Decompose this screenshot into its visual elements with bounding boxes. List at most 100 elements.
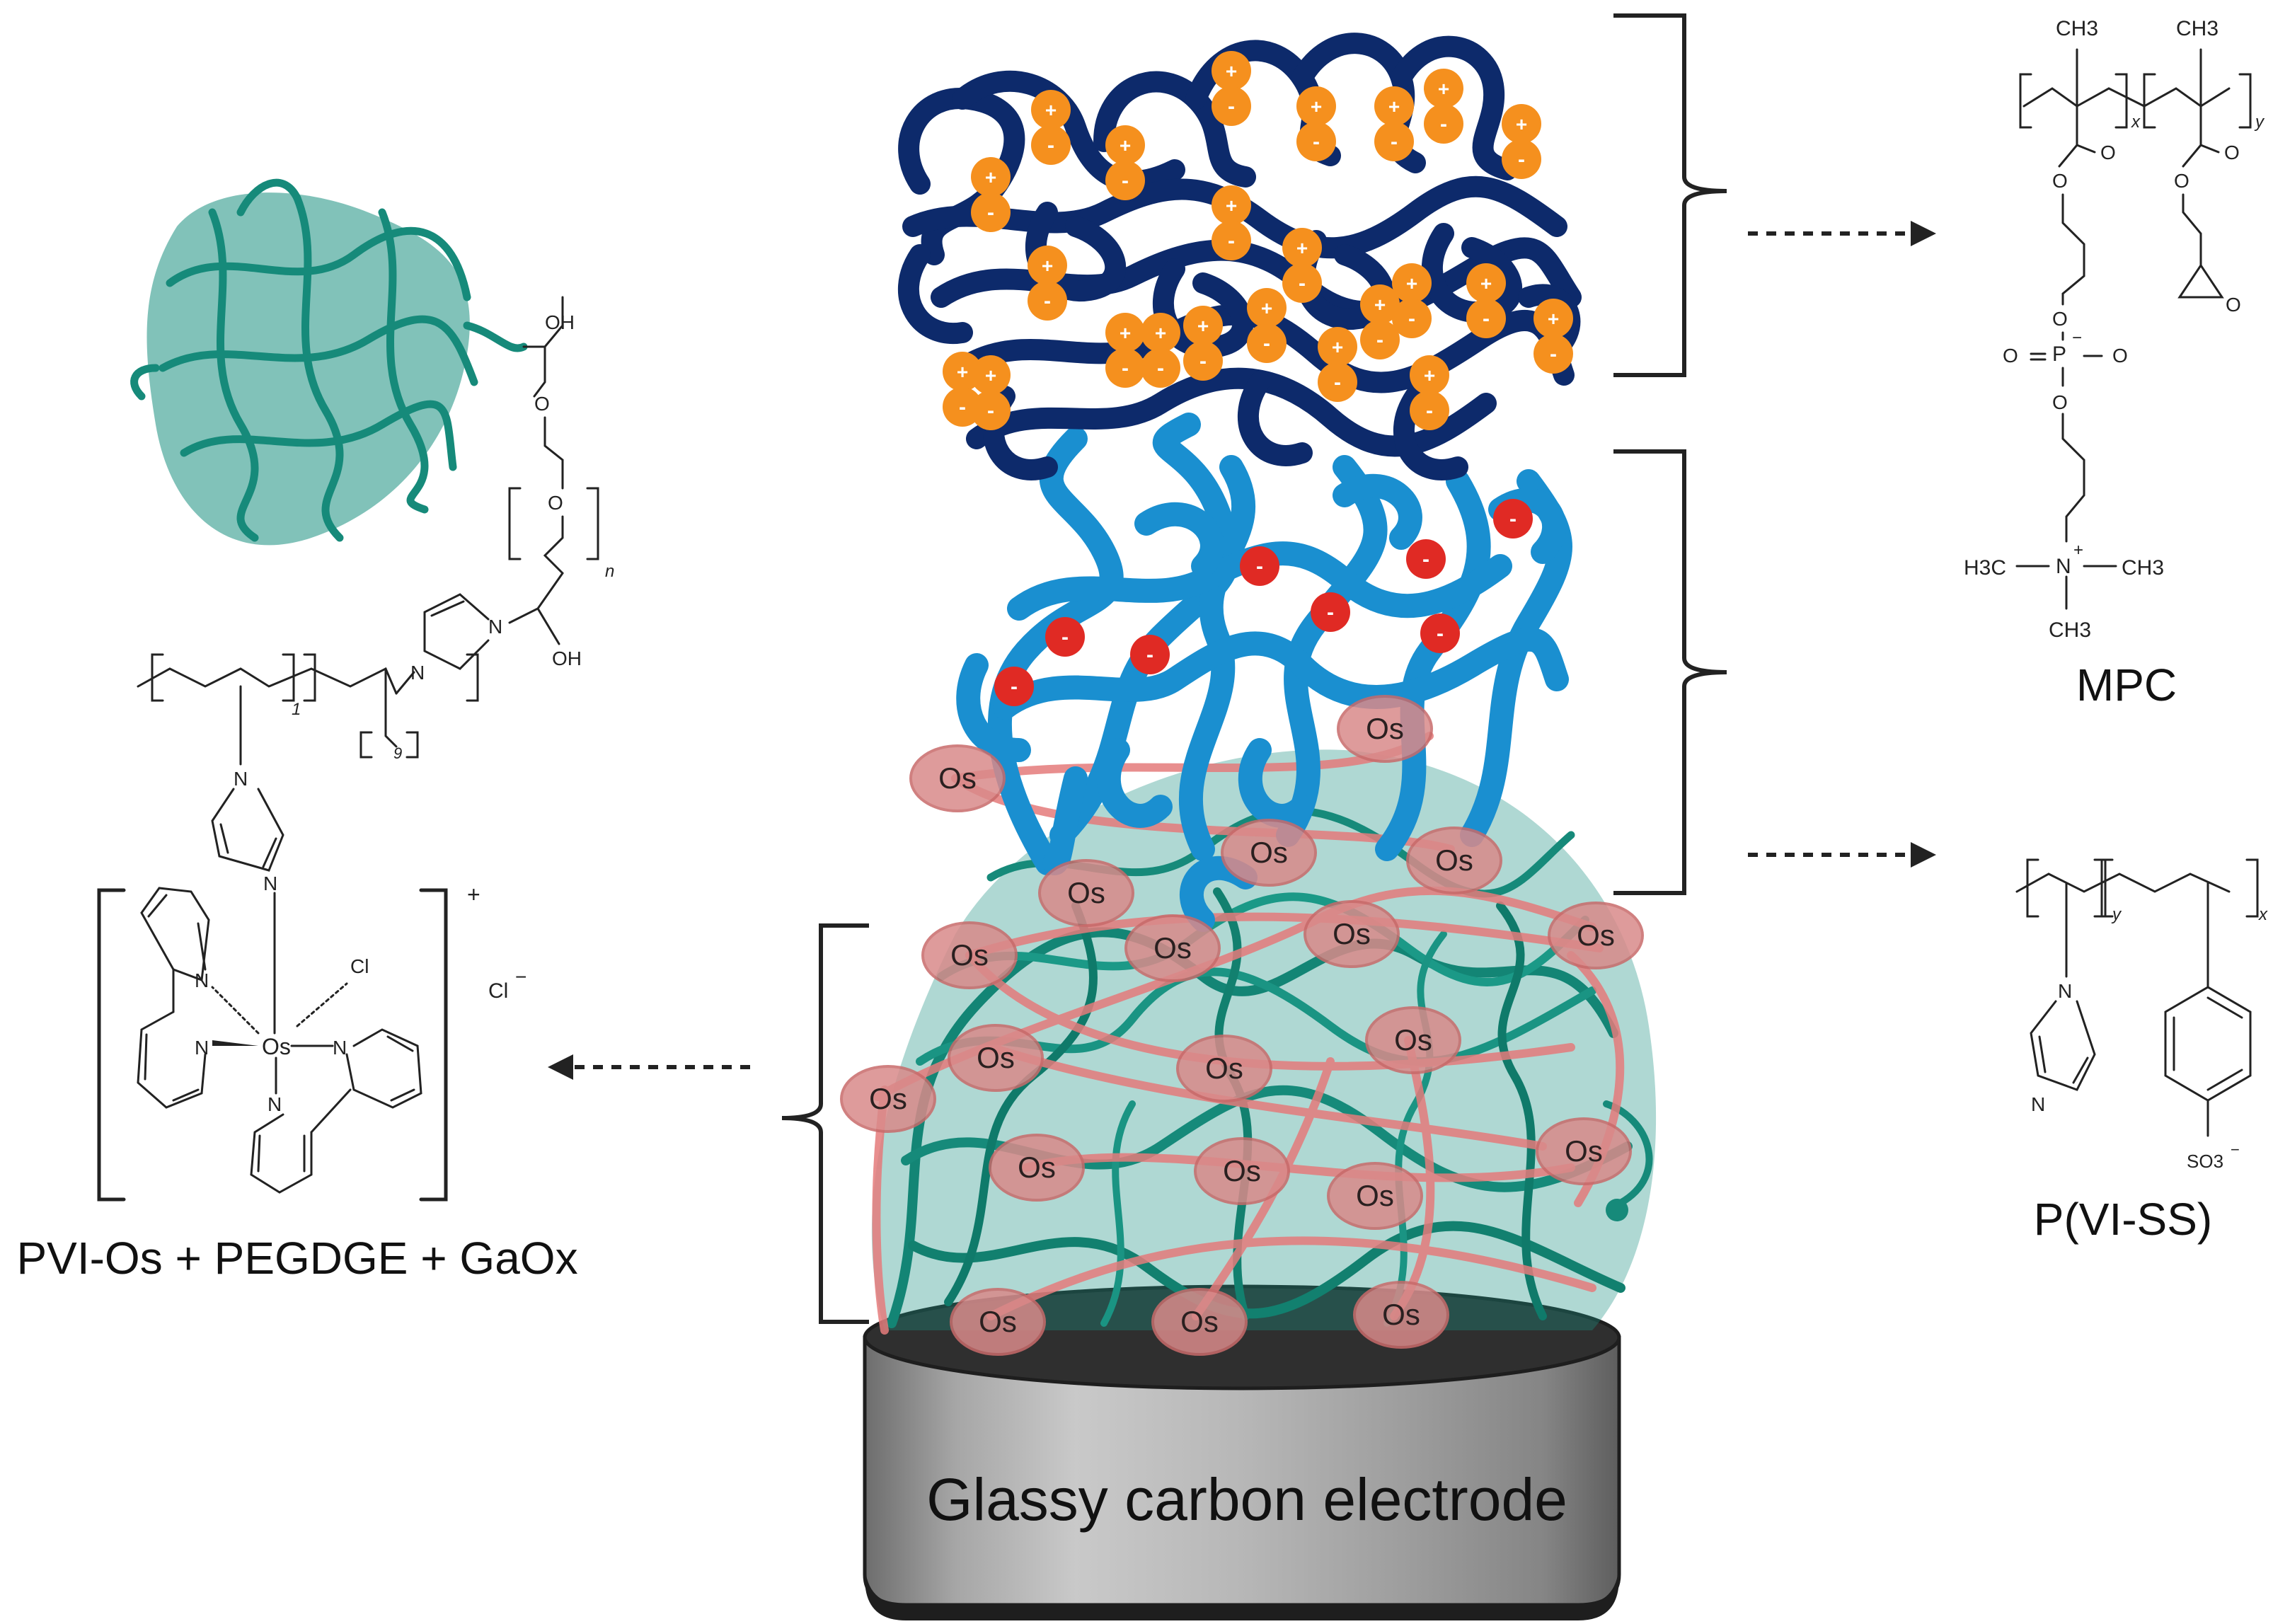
- anion-label: -: [1509, 507, 1517, 531]
- osmium-bead-shape: [1176, 1035, 1272, 1102]
- galactose-oxidase-protein: [130, 178, 528, 546]
- positive-charge-label: +: [1226, 60, 1237, 82]
- osmium-bead-shape: [989, 1134, 1085, 1202]
- positive-charge-bead: [1212, 51, 1251, 91]
- chem-o-link-b: O: [2174, 170, 2189, 192]
- sulfonate-anion: -: [994, 667, 1034, 706]
- positive-charge-label: +: [1406, 272, 1417, 294]
- chem-ch3-b: CH3: [2176, 17, 2219, 40]
- positive-charge-label: +: [1261, 297, 1272, 319]
- zwitterion-pair: +-: [1105, 313, 1145, 388]
- osmium-bead-label: Os: [1018, 1151, 1056, 1184]
- negative-charge-bead: [1296, 122, 1336, 161]
- chem-oh-bottom: OH: [552, 647, 582, 669]
- osmium-bead: Os: [1304, 900, 1400, 968]
- zwitterion-pair: +-: [1141, 313, 1180, 388]
- anion-bead: [994, 667, 1034, 706]
- zwitterion-pair: +-: [1105, 125, 1145, 200]
- chem-ch3-bottom: CH3: [2049, 618, 2091, 642]
- zwitterion-pair: +-: [971, 157, 1011, 232]
- osmium-bead: Os: [1353, 1281, 1449, 1349]
- chem-sub-y2: y: [2111, 905, 2122, 924]
- electrode-label: Glassy carbon electrode: [926, 1466, 1567, 1533]
- chem-cl-ligand: Cl: [350, 955, 369, 977]
- osmium-bead: Os: [909, 744, 1006, 812]
- osmium-bead-label: Os: [1382, 1298, 1420, 1331]
- chem-o-phos-bottom: O: [2052, 391, 2068, 413]
- osmium-bead-label: Os: [950, 938, 989, 972]
- negative-charge-label: -: [1391, 130, 1398, 154]
- osmium-bead: Os: [1038, 859, 1134, 927]
- positive-charge-bead: [1360, 284, 1400, 324]
- negative-charge-label: -: [1518, 148, 1525, 171]
- positive-charge-label: +: [1388, 96, 1400, 117]
- positive-charge-label: +: [1311, 96, 1322, 117]
- negative-charge-label: -: [1047, 134, 1054, 157]
- layer-brackets: [781, 13, 1727, 1324]
- mpc-bracket: [1613, 13, 1727, 377]
- positive-charge-label: +: [985, 364, 996, 386]
- positive-charge-bead: [1533, 299, 1573, 338]
- negative-charge-bead: [1392, 299, 1432, 338]
- anion-label: -: [1327, 601, 1334, 624]
- negative-charge-label: -: [987, 201, 994, 224]
- chem-o-epox: O: [2226, 294, 2241, 316]
- osmium-bead-label: Os: [1333, 917, 1371, 950]
- negative-charge-bead: [1533, 334, 1573, 374]
- zwitterion-pair: +-: [1466, 263, 1506, 338]
- positive-charge-bead: [1247, 288, 1287, 328]
- zwitterion-pair: +-: [1392, 263, 1432, 338]
- osmium-bead: Os: [950, 1288, 1046, 1356]
- osmium-bead: Os: [1337, 695, 1433, 763]
- positive-charge-bead: [1374, 86, 1414, 126]
- chem-ch3-right: CH3: [2122, 556, 2164, 580]
- chem-so3-minus: −: [2231, 1141, 2240, 1158]
- positive-charge-bead: [1031, 90, 1071, 129]
- osmium-bead-label: Os: [938, 761, 977, 795]
- positive-charge-bead: [943, 352, 982, 391]
- pvi-ss-label: P(VI-SS): [2034, 1194, 2212, 1245]
- anion-label: -: [1011, 675, 1018, 698]
- zwitterion-pair: +-: [1374, 86, 1414, 161]
- chem-sub-x2: x: [2258, 905, 2268, 924]
- osmium-bead: Os: [1194, 1137, 1290, 1205]
- osmium-bead: Os: [1365, 1006, 1461, 1074]
- positive-charge-bead: [971, 157, 1011, 197]
- chem-sub-n: n: [605, 562, 614, 581]
- positive-charge-label: +: [1332, 336, 1343, 358]
- negative-charge-bead: [1502, 139, 1541, 179]
- chem-o-ester-a: O: [2100, 142, 2116, 163]
- osmium-bead: Os: [921, 921, 1018, 989]
- osmium-bead-shape: [1304, 900, 1400, 968]
- negative-charge-label: -: [1408, 307, 1415, 330]
- osmium-bead-shape: [1124, 914, 1221, 982]
- positive-charge-label: +: [1296, 237, 1308, 259]
- zwitterion-pair: +-: [1028, 246, 1067, 321]
- osmium-bead-label: Os: [1153, 931, 1192, 964]
- negative-charge-bead: [1031, 125, 1071, 165]
- osmium-bead-label: Os: [977, 1041, 1015, 1074]
- sulfonate-anion: -: [1130, 635, 1170, 674]
- chem-counter-minus: −: [515, 966, 526, 988]
- negative-charge-label: -: [1122, 169, 1129, 192]
- pvi-ss-structure: y x N N SO3 − P(VI-SS): [2015, 858, 2268, 1245]
- osmium-bead-label: Os: [979, 1305, 1017, 1338]
- negative-charge-bead: [943, 387, 982, 427]
- negative-charge-bead: [1410, 391, 1449, 430]
- negative-charge-label: -: [1440, 113, 1447, 136]
- positive-charge-label: +: [1045, 99, 1057, 121]
- positive-charge-label: +: [1548, 308, 1559, 330]
- negative-charge-bead: [1424, 104, 1463, 144]
- negative-charge-label: -: [1044, 289, 1051, 313]
- chem-o-link-a: O: [2052, 170, 2068, 192]
- positive-charge-label: +: [985, 166, 996, 188]
- osmium-bead: Os: [1536, 1117, 1632, 1185]
- zwitterion-pair: +-: [1533, 299, 1573, 374]
- positive-charge-bead: [1212, 185, 1251, 225]
- positive-charge-bead: [1466, 263, 1506, 303]
- chem-p-atom: P: [2052, 342, 2066, 366]
- chem-n-plus: N: [2056, 555, 2071, 578]
